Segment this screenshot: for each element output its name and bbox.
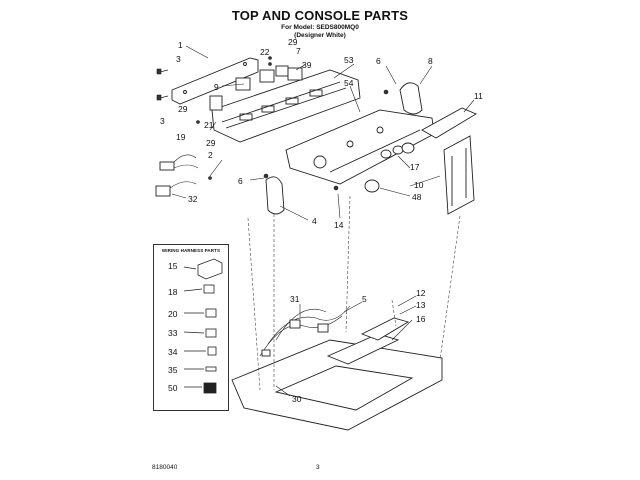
switch-parts xyxy=(196,56,303,124)
callout-30: 30 xyxy=(292,394,302,404)
callout-3: 3 xyxy=(160,116,165,126)
callout-19: 19 xyxy=(176,132,186,142)
control-panel-bracket xyxy=(171,57,259,105)
callout-32: 32 xyxy=(188,194,198,204)
knob-parts xyxy=(333,142,415,193)
side-panel xyxy=(421,107,477,215)
page-number: 3 xyxy=(316,464,320,471)
callout-2: 2 xyxy=(208,150,213,160)
legend-item-50: 50 xyxy=(168,383,178,393)
callout-3: 3 xyxy=(176,54,181,64)
callout-7: 7 xyxy=(296,46,301,56)
end-cap-left xyxy=(263,173,285,215)
page-title: TOP AND CONSOLE PARTS xyxy=(231,8,409,23)
callout-29: 29 xyxy=(178,104,188,114)
callout-48: 48 xyxy=(412,192,422,202)
callout-22: 22 xyxy=(260,47,270,57)
callout-11: 11 xyxy=(474,91,483,101)
legend-item-18: 18 xyxy=(168,287,178,297)
end-cap-right xyxy=(383,82,423,115)
legend-title: WIRING HARNESS PARTS xyxy=(161,248,221,253)
control-console xyxy=(285,109,435,185)
callout-6: 6 xyxy=(238,176,243,186)
callout-4: 4 xyxy=(312,216,317,226)
dryer-top-panel xyxy=(231,317,443,431)
wiring-harness-parts xyxy=(155,154,223,197)
callout-21: 21 xyxy=(204,120,214,130)
callout-17: 17 xyxy=(410,162,420,172)
legend-item-33: 33 xyxy=(168,328,178,338)
callout-12: 12 xyxy=(416,288,426,298)
callout-31: 31 xyxy=(290,294,300,304)
callout-10: 10 xyxy=(414,180,424,190)
model-line: For Model: SEDS800MQ0 xyxy=(281,24,359,31)
callout-9: 9 xyxy=(214,82,219,92)
main-wiring-harness xyxy=(259,305,351,357)
callout-29: 29 xyxy=(288,37,298,47)
callout-29: 29 xyxy=(206,138,216,148)
callout-54: 54 xyxy=(344,78,354,88)
callout-14: 14 xyxy=(334,220,344,230)
callout-16: 16 xyxy=(416,314,426,324)
callout-53: 53 xyxy=(344,55,354,65)
wiring-harness-legend: WIRING HARNESS PARTS 15 18 20 33 34 35 5… xyxy=(153,244,229,411)
console-frame xyxy=(211,69,361,143)
callout-39: 39 xyxy=(302,60,312,70)
legend-item-15: 15 xyxy=(168,261,178,271)
document-number: 8180040 xyxy=(152,464,178,471)
callout-8: 8 xyxy=(428,56,433,66)
callout-leaders xyxy=(171,45,475,397)
callout-5: 5 xyxy=(362,294,367,304)
legend-item-34: 34 xyxy=(168,347,178,357)
legend-parts-art: 15 18 20 33 34 35 50 xyxy=(168,258,223,394)
legend-item-35: 35 xyxy=(168,365,178,375)
callout-6: 6 xyxy=(376,56,381,66)
assembly-guide-lines xyxy=(247,195,461,391)
legend-item-20: 20 xyxy=(168,309,178,319)
color-line: (Designer White) xyxy=(294,32,346,39)
callout-13: 13 xyxy=(416,300,426,310)
screw-parts xyxy=(156,68,169,101)
callout-1: 1 xyxy=(178,40,183,50)
